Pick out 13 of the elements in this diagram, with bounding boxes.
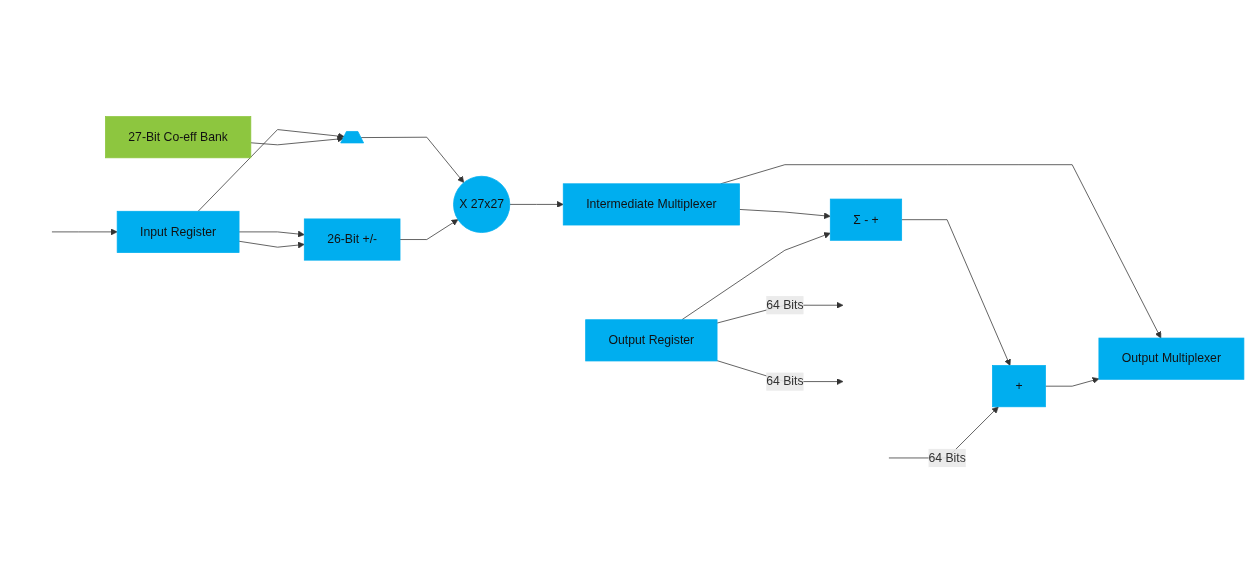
edge-label: 64 Bits: [766, 298, 804, 312]
node-box: Intermediate Multiplexer: [562, 183, 740, 226]
node-box: +: [992, 365, 1046, 408]
node-box: 27-Bit Co-eff Bank: [105, 116, 252, 159]
edge-label: 64 Bits: [928, 451, 966, 465]
node-trapezoid: [340, 131, 364, 144]
node-box: 26-Bit +/-: [303, 218, 401, 261]
node-box: Output Multiplexer: [1098, 337, 1245, 380]
node-box: Input Register: [116, 210, 240, 253]
edge-label: 64 Bits: [766, 374, 804, 388]
node-circle: X 27x27: [453, 175, 511, 233]
node-box: Σ - +: [829, 198, 903, 241]
node-box: Output Register: [585, 319, 718, 362]
